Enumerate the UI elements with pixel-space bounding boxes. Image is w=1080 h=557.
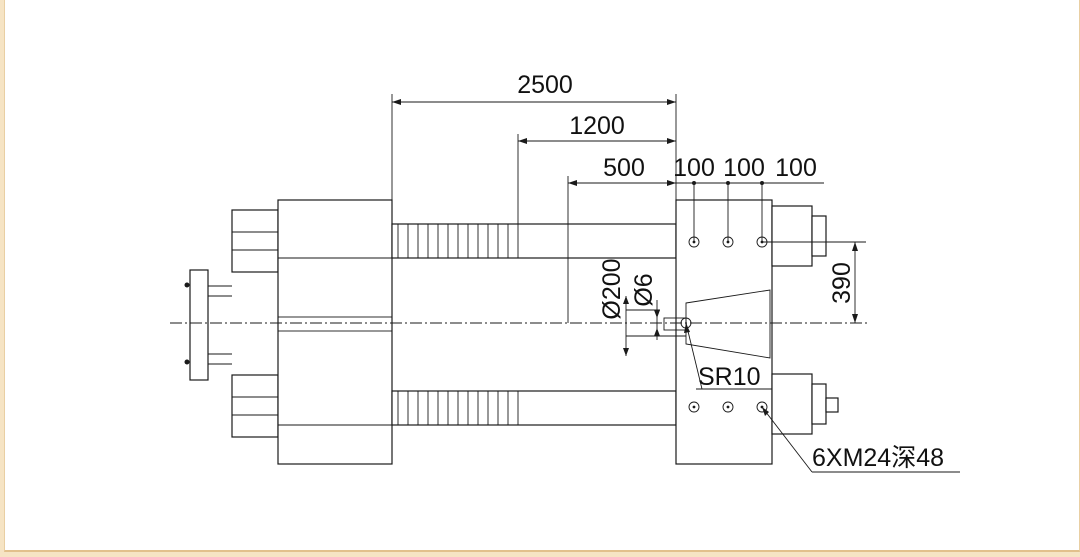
dim-390: 390 xyxy=(762,241,866,323)
leader-thread: 6XM24深48 xyxy=(761,406,960,473)
dim-500-label: 500 xyxy=(603,154,645,182)
dim-pitch-3-label: 100 xyxy=(775,154,817,182)
dim-nozzle: Ø6 xyxy=(630,273,660,340)
fixed-platen xyxy=(277,199,393,465)
moving-platen xyxy=(663,199,839,465)
dim-390-label: 390 xyxy=(828,262,856,304)
tie-bar-lower xyxy=(391,390,677,426)
dim-2500-label: 2500 xyxy=(517,71,573,99)
dim-2500: 2500 xyxy=(391,71,677,200)
dim-1200: 1200 xyxy=(517,112,676,224)
sr10-label: SR10 xyxy=(698,363,761,391)
injection-unit xyxy=(184,209,279,438)
dim-1200-label: 1200 xyxy=(569,112,625,140)
dim-pitch-1-label: 100 xyxy=(673,154,715,182)
leader-sr10: SR10 xyxy=(684,322,772,391)
dim-500: 500 xyxy=(567,154,824,323)
thread-label: 6XM24深48 xyxy=(812,444,944,472)
dim-bore-label: Ø200 xyxy=(598,258,626,319)
dim-pitch-2-label: 100 xyxy=(723,154,765,182)
tie-bar-upper xyxy=(391,223,677,259)
dim-nozzle-label: Ø6 xyxy=(630,273,658,306)
drawing-canvas xyxy=(4,0,1080,552)
dim-hole-pitch: 100 100 100 xyxy=(673,154,817,242)
